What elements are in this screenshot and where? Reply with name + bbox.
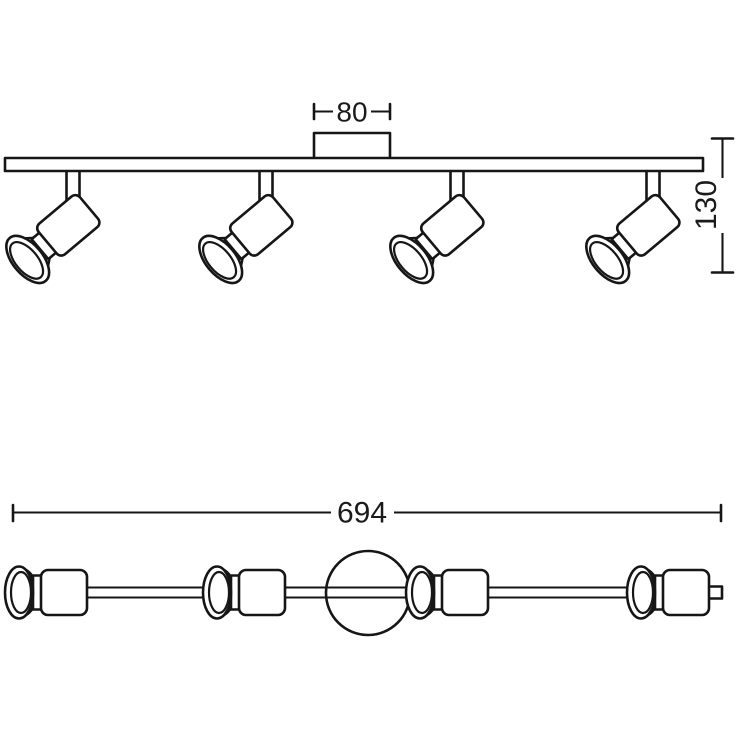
canopy-circle [324, 549, 412, 637]
dimension-label-mount-width: 80 [336, 97, 367, 128]
mounting-box [312, 131, 392, 162]
dimension-mount-width: 80 [312, 97, 392, 128]
spotlight-head [380, 185, 493, 292]
spotlight-head [0, 185, 109, 292]
spotlight-profile [404, 565, 490, 620]
spotlight-profile [625, 565, 711, 620]
spotlight-profile [3, 565, 89, 620]
front-view: 80 130 [0, 97, 735, 292]
dimension-length: 694 [11, 497, 723, 530]
dimension-height: 130 [690, 137, 735, 274]
dimension-label-height: 130 [690, 180, 723, 230]
spotlight-head [576, 185, 689, 292]
spotlight-head [189, 185, 302, 292]
side-view: 694 [3, 497, 724, 637]
dimension-label-length: 694 [337, 497, 387, 530]
ceiling-bar [3, 156, 705, 173]
spotlight-profile [201, 565, 287, 620]
